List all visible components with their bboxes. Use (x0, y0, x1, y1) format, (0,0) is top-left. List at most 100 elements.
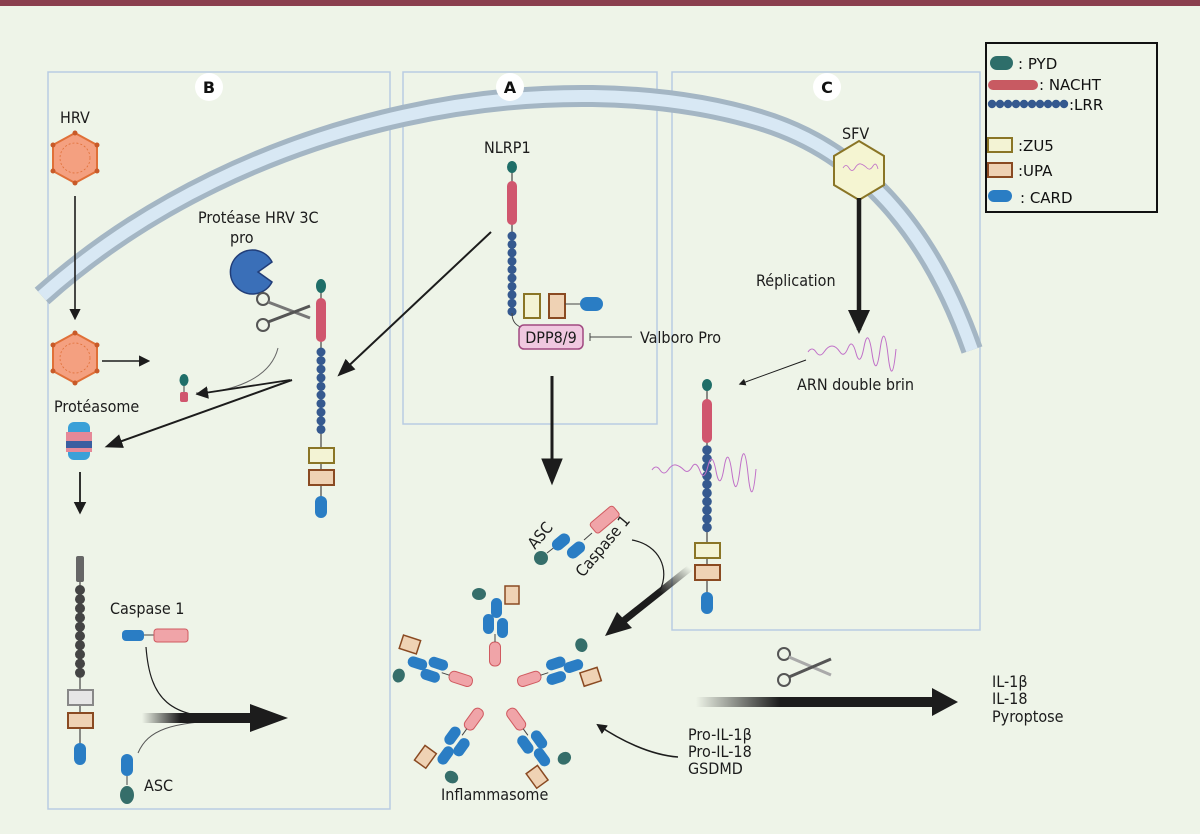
lrr-bead (75, 612, 85, 623)
lrr-bead (507, 298, 517, 308)
lrr-bead (702, 505, 712, 515)
lrr-bead (702, 496, 712, 507)
cell-membrane (34, 85, 983, 354)
lrr-bead (702, 479, 712, 490)
lrr-bead (507, 256, 517, 266)
lrr-bead (507, 273, 517, 283)
merge-curve-asc (137, 719, 231, 754)
lrr-bead (507, 307, 517, 317)
dpp8-9-enzyme: DPP8/9 (518, 324, 584, 350)
lrr-bead (316, 356, 326, 366)
panel-c (671, 71, 981, 631)
badge-a: A (496, 73, 524, 101)
product-item: IL-1β (992, 672, 1028, 691)
nlrp1-protein-b (308, 279, 335, 518)
lrr-bead (702, 453, 712, 464)
sfv-label: SFV (842, 124, 869, 143)
protease-label-line2: pro (230, 228, 254, 247)
lrr-bead (316, 347, 326, 357)
legend-pyd-icon (990, 56, 1013, 70)
svg-text:DPP8/9: DPP8/9 (525, 328, 577, 347)
badge-b: B (195, 73, 223, 101)
lrr-bead (75, 585, 85, 595)
lrr-bead (702, 514, 712, 524)
hrv-virus-internal-icon (50, 330, 100, 386)
nlrp1-label: NLRP1 (484, 138, 531, 157)
lrr-bead (316, 373, 326, 383)
legend: : PYD : NACHT :LRR :ZU5 :UPA : CARD (985, 42, 1158, 213)
dsrna-icon (807, 335, 897, 372)
legend-card-icon (988, 190, 1012, 202)
inflammasome-arm (413, 707, 484, 784)
hrv-virus-icon (50, 130, 100, 186)
nlrp1-protein-c (651, 379, 757, 614)
legend-lrr-icon (987, 99, 1069, 109)
lrr-bead (316, 407, 326, 417)
substrate-item: GSDMD (688, 759, 743, 778)
lrr-bead (316, 416, 326, 426)
hrv-label: HRV (60, 108, 90, 127)
lrr-bead (75, 603, 85, 614)
proteasome-icon (66, 422, 92, 460)
legend-item: :ZU5 (1018, 137, 1054, 155)
lrr-bead (316, 399, 326, 409)
legend-upa-icon (987, 162, 1013, 178)
lrr-bead (316, 390, 326, 400)
lrr-bead (507, 265, 517, 275)
arrow-dsrna (738, 359, 807, 386)
nterm-fragment (179, 374, 189, 402)
protease-pacman-icon (229, 249, 273, 295)
lrr-bead (507, 281, 517, 291)
curve-complex (631, 539, 665, 591)
nlrp1-protein-a (507, 161, 603, 329)
protease-label-line1: Protéase HRV 3C (198, 208, 319, 227)
panel-b (47, 71, 391, 810)
product-item: IL-18 (992, 689, 1027, 708)
legend-item: : PYD (1018, 55, 1057, 73)
lrr-bead (316, 364, 326, 374)
inflammasome-arm (392, 634, 474, 688)
lrr-bead (75, 640, 85, 651)
proteasome-label: Protéasome (54, 397, 139, 416)
inflammasome (392, 585, 603, 790)
thick-arrow-c (605, 565, 693, 636)
legend-item: :UPA (1018, 162, 1053, 180)
thick-arrow-b (142, 704, 288, 732)
legend-zu5-icon (987, 137, 1013, 153)
asc-b (120, 754, 134, 804)
caspase-label-b: Caspase 1 (110, 599, 184, 618)
badge-c: C (813, 73, 841, 101)
lrr-bead (75, 658, 85, 669)
inflammasome-arm (506, 707, 572, 790)
lrr-bead (507, 231, 517, 241)
lrr-bead (316, 381, 326, 391)
inflammasome-arm (516, 638, 603, 688)
svg-text:C: C (821, 78, 833, 97)
arrow-to-fragment (195, 379, 291, 399)
legend-item: : CARD (1020, 189, 1073, 207)
inflammasome-arm (472, 585, 520, 667)
lrr-bead (507, 248, 517, 258)
lrr-bead (507, 290, 517, 300)
lrr-bead (75, 621, 85, 632)
lrr-bead (702, 488, 712, 498)
asc-caspase-complex (534, 505, 620, 565)
nlrp1-cterm-b (67, 556, 94, 765)
asc-label-center: ASC (524, 518, 557, 552)
replication-label: Réplication (756, 271, 836, 290)
product-item: Pyroptose (992, 707, 1064, 726)
product-list: IL-1β IL-18 Pyroptose (992, 672, 1064, 726)
arrow-to-proteasome (104, 379, 293, 448)
scissors-icon (256, 292, 311, 332)
substrate-item: Pro-IL-1β (688, 725, 752, 744)
lrr-bead (75, 594, 85, 605)
lrr-bead (316, 424, 326, 434)
lrr-bead (702, 471, 712, 481)
svg-text:A: A (504, 78, 517, 97)
merge-curve-caspase (145, 646, 231, 719)
lrr-bead (75, 631, 85, 641)
svg-text:B: B (203, 78, 215, 97)
arrow-replication-head (848, 310, 870, 334)
lrr-bead (702, 445, 712, 455)
